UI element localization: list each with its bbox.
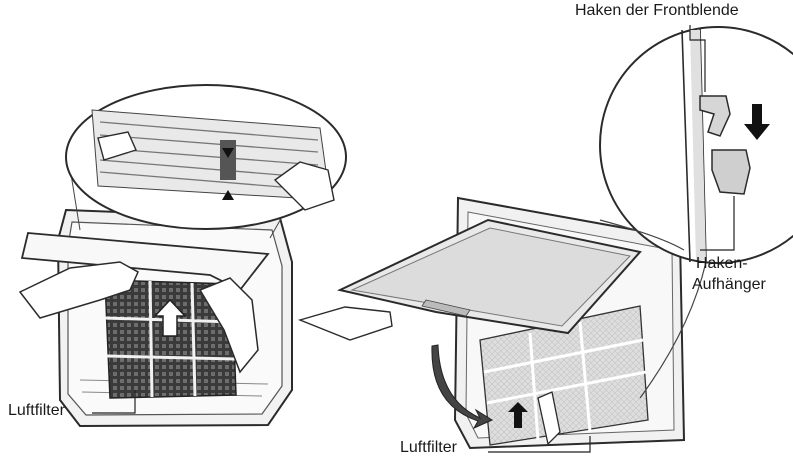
front-panel-hook [699, 95, 731, 137]
filter-hand [537, 391, 561, 446]
right-front-panel [297, 218, 642, 446]
label-air-filter-left: Luftfilter [8, 402, 65, 419]
curved-arrow-icon [431, 344, 494, 430]
label-hook-hanger-line1: Haken- [696, 255, 748, 272]
label-front-panel-hook: Haken der Frontblende [575, 2, 739, 19]
leader-line-right-filter [488, 436, 591, 453]
label-hook-hanger-line2: Aufhänger [692, 276, 766, 293]
right-detail-magnifier [599, 25, 793, 399]
left-air-conditioner-unit [18, 149, 321, 428]
right-hand [297, 306, 393, 341]
left-detail-magnifier [65, 84, 347, 230]
small-up-arrow-icon [508, 402, 528, 428]
left-air-filter [104, 279, 237, 399]
leader-line-hanger [700, 196, 735, 251]
left-hand-right [198, 277, 259, 374]
label-air-filter-right: Luftfilter [400, 439, 457, 456]
up-arrow-icon-detail [222, 190, 234, 200]
leader-line-hook [689, 25, 706, 92]
detail-hand-left [97, 131, 137, 161]
hook-hanger [711, 149, 751, 195]
detail-hand-right [273, 161, 335, 211]
leader-line-left-filter [92, 390, 136, 414]
hook-down-arrow-icon [744, 104, 770, 140]
up-arrow-icon [153, 298, 187, 337]
left-hand-left [18, 261, 139, 319]
down-arrow-icon [222, 148, 234, 158]
